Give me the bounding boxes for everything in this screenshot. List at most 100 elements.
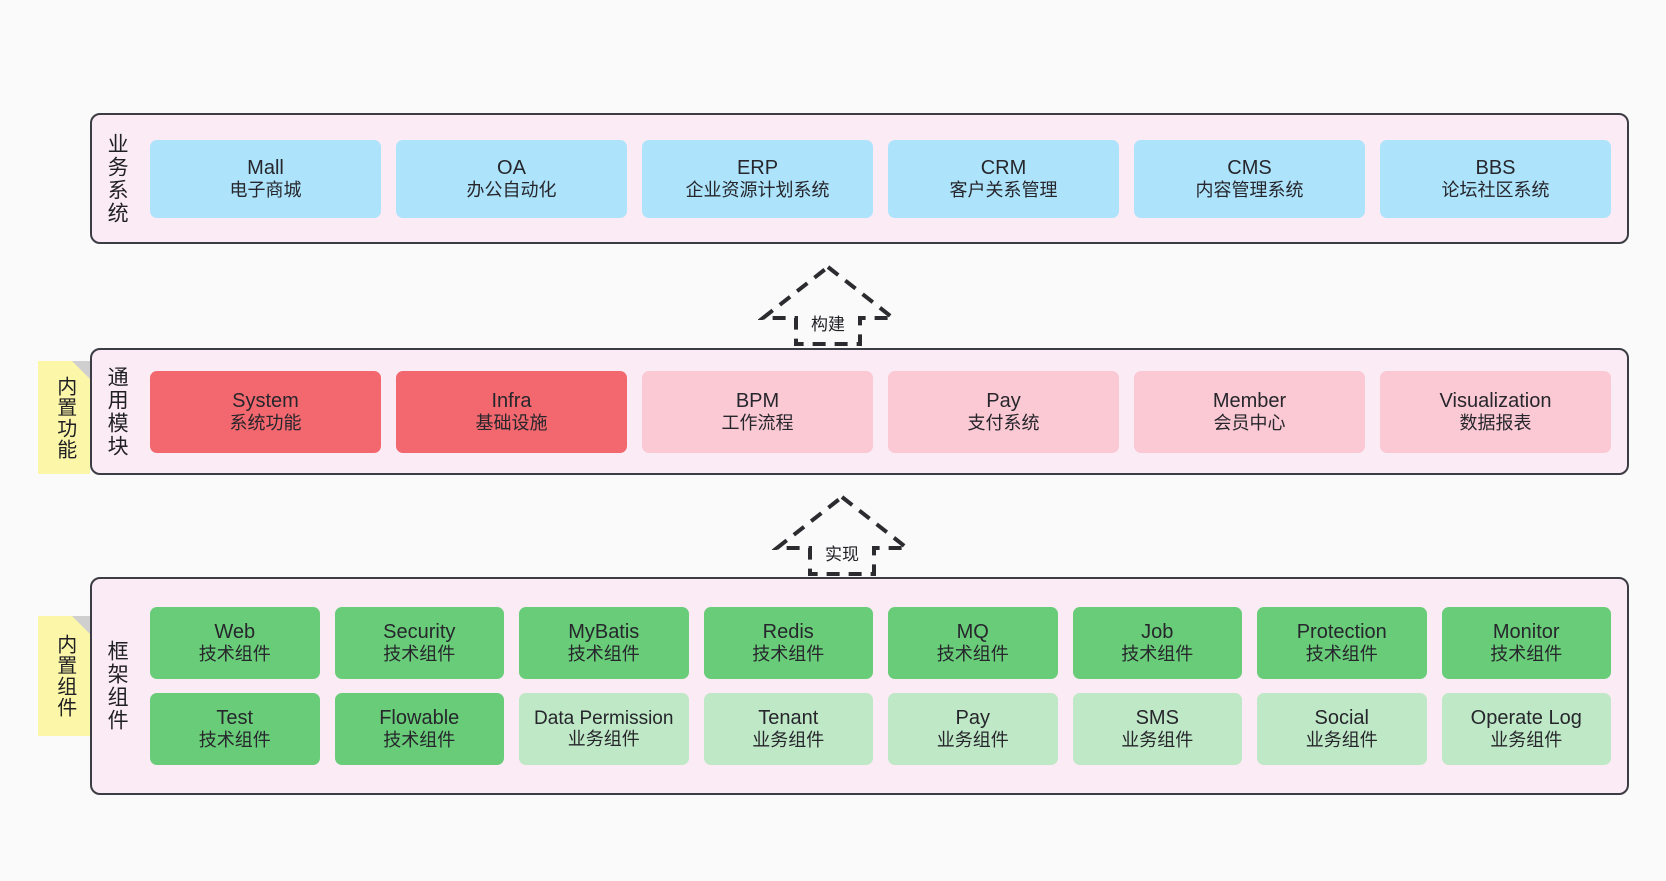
framework-card-mq[interactable]: MQ 技术组件 <box>888 607 1058 679</box>
layer-framework-components-label: 框架组件 <box>105 640 129 732</box>
layer-framework-components: 框架组件 Web 技术组件 Security 技术组件 MyBatis 技术组件… <box>90 577 1629 795</box>
framework-card-tenant[interactable]: Tenant 业务组件 <box>703 693 873 765</box>
framework-card-protection[interactable]: Protection 技术组件 <box>1257 607 1427 679</box>
card-subtitle: 业务组件 <box>567 728 640 749</box>
card-title: Visualization <box>1439 389 1552 412</box>
framework-card-data-permission[interactable]: Data Permission 业务组件 <box>519 693 689 765</box>
framework-card-flowable[interactable]: Flowable 技术组件 <box>334 693 504 765</box>
framework-card-security[interactable]: Security 技术组件 <box>334 607 504 679</box>
card-title: MQ <box>956 621 989 644</box>
tag-builtin-component: 内置组件 <box>38 616 90 736</box>
card-title: MyBatis <box>568 621 640 644</box>
card-subtitle: 业务组件 <box>936 730 1009 751</box>
card-title: Redis <box>762 621 814 644</box>
card-title: Security <box>383 621 456 644</box>
card-title: Social <box>1314 707 1369 730</box>
card-title: BPM <box>735 389 780 412</box>
module-card-infra[interactable]: Infra 基础设施 <box>396 370 627 453</box>
card-subtitle: 业务组件 <box>1305 730 1378 751</box>
card-title: Member <box>1212 389 1287 412</box>
card-title: Mall <box>247 156 284 179</box>
framework-card-sms[interactable]: SMS 业务组件 <box>1072 693 1242 765</box>
card-title: Operate Log <box>1470 707 1582 730</box>
card-subtitle: 技术组件 <box>1305 644 1378 665</box>
arrow-build-glyph <box>758 264 898 346</box>
card-title: SMS <box>1135 707 1179 730</box>
arrow-build-label: 构建 <box>809 310 847 335</box>
card-title: Pay <box>955 707 990 730</box>
card-subtitle: 企业资源计划系统 <box>685 179 830 200</box>
card-subtitle: 业务组件 <box>1490 730 1563 751</box>
card-subtitle: 内容管理系统 <box>1195 179 1304 200</box>
framework-card-redis[interactable]: Redis 技术组件 <box>703 607 873 679</box>
page-fold-icon <box>72 361 90 379</box>
arrow-implement-glyph <box>772 494 912 576</box>
card-title: Pay <box>986 389 1021 412</box>
card-subtitle: 电子商城 <box>229 179 302 200</box>
business-card-oa[interactable]: OA 办公自动化 <box>396 139 627 218</box>
framework-card-grid: Web 技术组件 Security 技术组件 MyBatis 技术组件 Redi… <box>140 579 1627 793</box>
framework-card-pay[interactable]: Pay 业务组件 <box>888 693 1058 765</box>
card-title: Web <box>214 621 256 644</box>
module-card-bpm[interactable]: BPM 工作流程 <box>642 370 873 453</box>
framework-card-social[interactable]: Social 业务组件 <box>1257 693 1427 765</box>
card-subtitle: 技术组件 <box>1121 644 1194 665</box>
card-subtitle: 工作流程 <box>721 412 794 433</box>
layer-common-modules-label: 通用模块 <box>105 365 129 458</box>
card-title: OA <box>497 156 526 179</box>
card-subtitle: 会员中心 <box>1213 412 1286 433</box>
tag-builtin-function: 内置功能 <box>38 361 90 474</box>
page-fold-icon <box>72 616 90 634</box>
module-card-list: System 系统功能 Infra 基础设施 BPM 工作流程 Pay 支付系统… <box>140 350 1627 473</box>
tag-builtin-component-label: 内置组件 <box>53 634 76 718</box>
framework-card-web[interactable]: Web 技术组件 <box>150 607 320 679</box>
card-subtitle: 技术组件 <box>383 730 456 751</box>
framework-card-monitor[interactable]: Monitor 技术组件 <box>1441 607 1611 679</box>
business-card-bbs[interactable]: BBS 论坛社区系统 <box>1380 139 1611 218</box>
business-card-erp[interactable]: ERP 企业资源计划系统 <box>642 139 873 218</box>
framework-card-test[interactable]: Test 技术组件 <box>150 693 320 765</box>
module-card-visualization[interactable]: Visualization 数据报表 <box>1380 370 1611 453</box>
card-subtitle: 业务组件 <box>752 730 825 751</box>
card-title: CRM <box>980 156 1027 179</box>
card-subtitle: 论坛社区系统 <box>1441 179 1550 200</box>
arrow-implement-label: 实现 <box>823 540 861 565</box>
card-title: Flowable <box>379 707 460 730</box>
card-subtitle: 客户关系管理 <box>949 179 1058 200</box>
card-subtitle: 技术组件 <box>936 644 1009 665</box>
framework-row-business: Test 技术组件 Flowable 技术组件 Data Permission … <box>150 693 1611 765</box>
business-card-cms[interactable]: CMS 内容管理系统 <box>1134 139 1365 218</box>
card-title: CMS <box>1227 156 1272 179</box>
card-title: ERP <box>736 156 779 179</box>
card-subtitle: 系统功能 <box>229 412 302 433</box>
framework-card-operate-log[interactable]: Operate Log 业务组件 <box>1441 693 1611 765</box>
framework-card-mybatis[interactable]: MyBatis 技术组件 <box>519 607 689 679</box>
card-title: System <box>232 389 299 412</box>
module-card-pay[interactable]: Pay 支付系统 <box>888 370 1119 453</box>
arrow-implement: 实现 <box>772 492 912 577</box>
card-title: Protection <box>1296 621 1387 644</box>
tag-builtin-function-label: 内置功能 <box>53 375 76 460</box>
card-subtitle: 技术组件 <box>198 730 271 751</box>
business-card-mall[interactable]: Mall 电子商城 <box>150 139 381 218</box>
card-subtitle: 办公自动化 <box>466 179 557 200</box>
card-subtitle: 技术组件 <box>383 644 456 665</box>
module-card-member[interactable]: Member 会员中心 <box>1134 370 1365 453</box>
business-card-crm[interactable]: CRM 客户关系管理 <box>888 139 1119 218</box>
framework-card-job[interactable]: Job 技术组件 <box>1072 607 1242 679</box>
card-title: Test <box>216 707 254 730</box>
card-title: Data Permission <box>534 707 674 729</box>
card-title: Monitor <box>1492 621 1560 644</box>
card-subtitle: 基础设施 <box>475 412 548 433</box>
card-subtitle: 技术组件 <box>198 644 271 665</box>
card-title: Tenant <box>758 707 819 730</box>
card-title: Job <box>1141 621 1174 644</box>
card-subtitle: 数据报表 <box>1459 412 1532 433</box>
card-title: BBS <box>1475 156 1516 179</box>
arrow-build: 构建 <box>758 262 898 347</box>
card-subtitle: 支付系统 <box>967 412 1040 433</box>
card-title: Infra <box>491 389 532 412</box>
framework-row-tech: Web 技术组件 Security 技术组件 MyBatis 技术组件 Redi… <box>150 607 1611 679</box>
module-card-system[interactable]: System 系统功能 <box>150 370 381 453</box>
